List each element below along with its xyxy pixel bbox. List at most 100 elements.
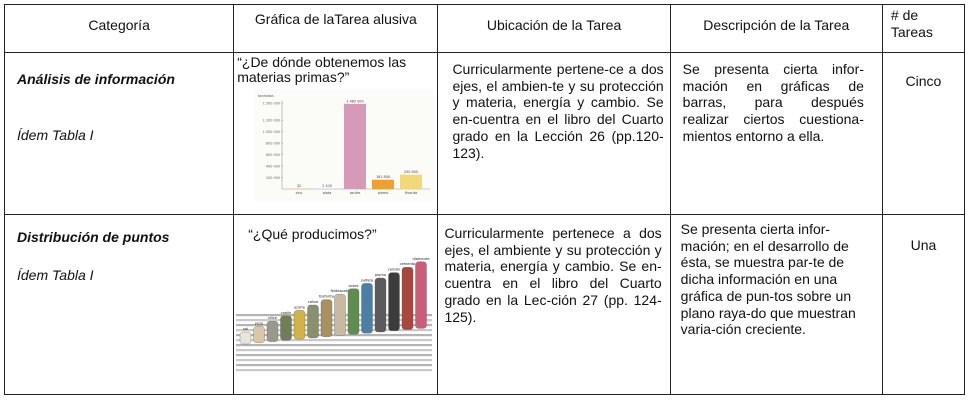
header-ubicacion: Ubicación de la Tarea	[437, 4, 671, 53]
plane-stripe	[236, 369, 433, 372]
mineral-label: azufre	[294, 305, 306, 309]
descripcion-text: Se presenta cierta infor-mación; en el d…	[680, 221, 856, 338]
striped-plane	[236, 314, 433, 372]
minerals-illustration: salyesosílicecaolínazufrecalizafosforita…	[236, 257, 433, 372]
task-count: Cinco	[905, 73, 942, 89]
y-tick-label: 1 000 000	[263, 130, 280, 134]
idem-note: Ídem Tabla I	[17, 267, 94, 283]
graphic-title: “¿De dónde obtenemos las materias primas…	[237, 54, 407, 85]
bar-azufre	[344, 103, 367, 189]
category-label: azufre	[350, 191, 361, 195]
bar-chart-figure: toneladas 1 500 000 1 200 000 1 000 000 800…	[254, 89, 435, 201]
cell-num-tareas: Una	[881, 214, 966, 395]
mineral-label: fosforita	[319, 295, 334, 299]
bar-value-label: 250 800	[404, 170, 418, 174]
mineral-sample-plomo	[375, 277, 387, 333]
mineral-label: plomo	[375, 273, 386, 277]
cell-descripcion: Se presenta cierta infor-mación en gráfi…	[669, 52, 883, 215]
mineral-sample-cobre	[348, 288, 360, 335]
descripcion-text: Se presenta cierta infor-mación en gráfi…	[682, 61, 864, 144]
cell-grafica: “¿De dónde obtenemos las materias primas…	[233, 52, 439, 215]
idem-note: Ídem Tabla I	[17, 127, 94, 143]
cell-ubicacion: Curricularmente pertene-ce a dos ejes, e…	[437, 52, 671, 215]
plane-stripe	[236, 329, 433, 332]
graphic-title: “¿Qué producimos?”	[248, 226, 377, 242]
mineral-samples: salyesosílicecaolínazufrecalizafosforita…	[240, 257, 431, 345]
header-ubicacion-label: Ubicación de la Tarea	[486, 17, 622, 33]
y-tick-label: 1 200 000	[263, 119, 280, 123]
y-tick-label: 800 000	[266, 142, 280, 146]
y-tick-label: 600 000	[266, 153, 280, 157]
cell-descripcion: Se presenta cierta infor-mación; en el d…	[669, 214, 883, 395]
tasks-table: Categoría Gráfica de laTarea alusiva Ubi…	[3, 4, 966, 395]
mineral-sample-azufre	[294, 310, 306, 340]
plane-stripe	[236, 339, 433, 342]
header-row: Categoría Gráfica de laTarea alusiva Ubi…	[3, 4, 966, 53]
plane-stripe	[236, 344, 433, 347]
bar-value-label: 1 485 000	[347, 99, 364, 103]
bars: 32 cinc 2 100 plata 1 485 000 azufre 161 800 pl…	[288, 99, 423, 195]
category-label: fluorita	[405, 191, 417, 195]
plane-stripe	[236, 319, 433, 322]
mineral-label: carbón	[388, 268, 400, 272]
mineral-sample-caolín	[280, 315, 292, 341]
mineral-label: cobre	[349, 284, 360, 288]
cell-categoria: Análisis de información Ídem Tabla I	[3, 52, 235, 215]
bar-fluorita	[400, 174, 423, 189]
mineral-sample-cemento	[402, 267, 414, 330]
header-descripcion-label: Descripción de la Tarea	[703, 17, 850, 33]
category-label: plomo	[378, 191, 389, 195]
plane-stripe	[236, 334, 433, 337]
mineral-label: yeso	[255, 322, 263, 326]
plane-stripe	[236, 314, 433, 317]
mineral-sample-feldespato	[334, 294, 346, 336]
mineral-sample-diamante	[415, 261, 427, 329]
category-label: plata	[323, 191, 332, 195]
mineral-label: feldespato	[331, 289, 350, 293]
header-descripcion: Descripción de la Tarea	[669, 4, 883, 53]
plane-stripe	[236, 349, 433, 352]
ubicacion-text: Curricularmente pertene-ce a dos ejes, e…	[452, 61, 664, 161]
mineral-sample-fosforita	[321, 299, 333, 337]
y-tick-label: 1 500 000	[263, 102, 280, 106]
plane-stripe	[236, 359, 433, 362]
mineral-sample-caliza	[307, 304, 319, 339]
mineral-sample-yeso	[253, 326, 265, 343]
mineral-sample-sal	[240, 331, 252, 345]
cell-ubicacion: Curricularmente pertenece a dos ejes, el…	[437, 214, 671, 395]
plane-stripe	[236, 354, 433, 357]
mineral-label: caliza	[308, 300, 318, 304]
category-title: Análisis de información	[17, 71, 175, 87]
category-title: Distribución de puntos	[17, 229, 170, 245]
mineral-sample-sílice	[267, 321, 279, 342]
bar-cinc	[288, 188, 311, 189]
bar-plata	[316, 188, 339, 189]
header-categoria: Categoría	[3, 4, 235, 53]
bar-plomo	[372, 179, 395, 189]
cell-categoria: Distribución de puntos Ídem Tabla I	[3, 214, 235, 395]
category-label: cinc	[296, 191, 303, 195]
ubicacion-text: Curricularmente pertenece a dos ejes, el…	[444, 225, 662, 325]
table-row: Análisis de información Ídem Tabla I “¿D…	[3, 52, 966, 215]
mineral-label: sal	[243, 327, 248, 331]
task-count: Una	[910, 237, 937, 253]
plane-stripe	[236, 324, 433, 327]
bar-value-label: 161 800	[376, 175, 390, 179]
y-tick-label: 400 000	[266, 165, 280, 169]
mineral-label: diamante	[413, 257, 431, 261]
header-num-tareas: # de Tareas	[881, 4, 966, 53]
table-row: Distribución de puntos Ídem Tabla I “¿Qu…	[3, 214, 966, 395]
header-grafica: Gráfica de laTarea alusiva	[233, 4, 439, 53]
plane-stripe	[236, 364, 433, 367]
y-axis-unit: toneladas	[258, 94, 274, 98]
mineral-label: caolín	[281, 311, 292, 315]
mineral-sample-carbón	[388, 272, 400, 331]
bar-value-label: 2 100	[322, 184, 332, 188]
header-grafica-label: Gráfica de laTarea alusiva	[254, 11, 417, 27]
mineral-label: cemento	[400, 262, 416, 266]
mineral-sample-sulfato	[361, 283, 373, 334]
header-categoria-label: Categoría	[88, 17, 150, 33]
y-tick-label: 200 000	[266, 176, 280, 180]
bar-value-label: 32	[297, 184, 301, 188]
